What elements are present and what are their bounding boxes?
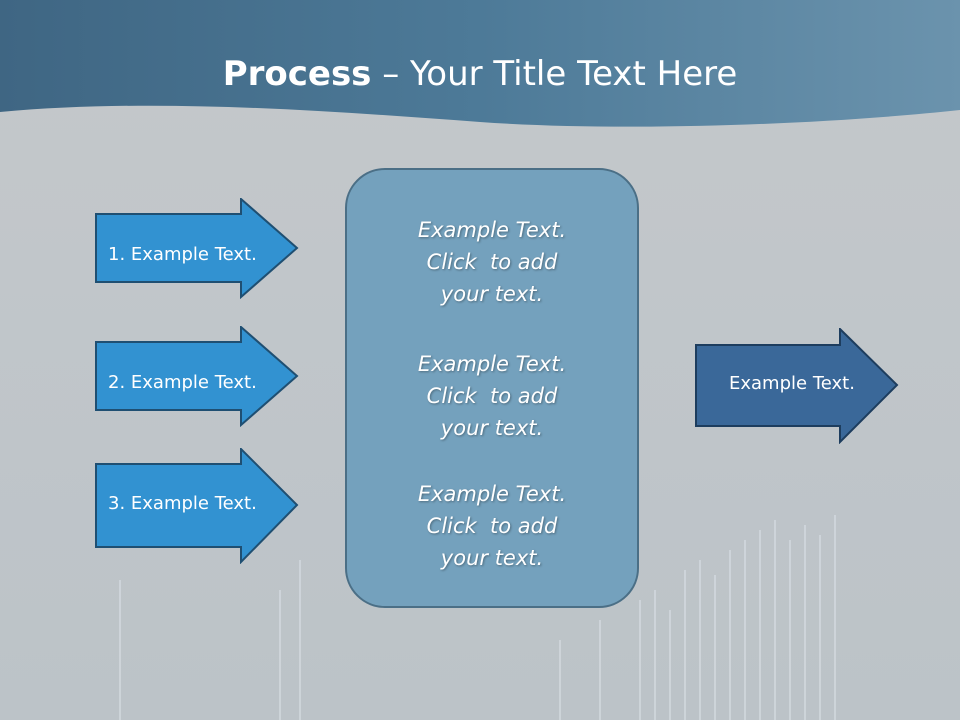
input-arrow-2[interactable]: 2. Example Text. [95, 324, 299, 432]
text-line: your text. [440, 546, 544, 570]
text-line: your text. [440, 416, 544, 440]
process-text-block-2[interactable]: Example Text. Click to add your text. [347, 348, 637, 444]
stock-chart-texture [119, 515, 836, 720]
process-text-block-1[interactable]: Example Text. Click to add your text. [347, 214, 637, 310]
header-band [0, 0, 960, 127]
arrow-shape [95, 446, 299, 565]
input-arrow-label: 3. Example Text. [108, 493, 257, 514]
input-arrow-1[interactable]: 1. Example Text. [95, 196, 299, 304]
text-line: Click to add [426, 250, 558, 274]
input-arrow-label: 2. Example Text. [108, 372, 257, 393]
arrow-shape [95, 324, 299, 428]
process-box[interactable]: Example Text. Click to add your text. Ex… [345, 168, 639, 608]
input-arrow-label: 1. Example Text. [108, 244, 257, 265]
text-line: Example Text. [417, 482, 567, 506]
text-line: your text. [440, 282, 544, 306]
text-line: Click to add [426, 514, 558, 538]
output-arrow-label: Example Text. [729, 373, 855, 394]
text-line: Click to add [426, 384, 558, 408]
input-arrow-3[interactable]: 3. Example Text. [95, 446, 299, 569]
text-line: Example Text. [417, 352, 567, 376]
arrow-shape [95, 196, 299, 300]
text-line: Example Text. [417, 218, 567, 242]
arrow-shape [695, 326, 899, 445]
page-title: Process – Your Title Text Here [222, 54, 738, 94]
output-arrow[interactable]: Example Text. [695, 326, 900, 449]
process-text-block-3[interactable]: Example Text. Click to add your text. [347, 478, 637, 574]
